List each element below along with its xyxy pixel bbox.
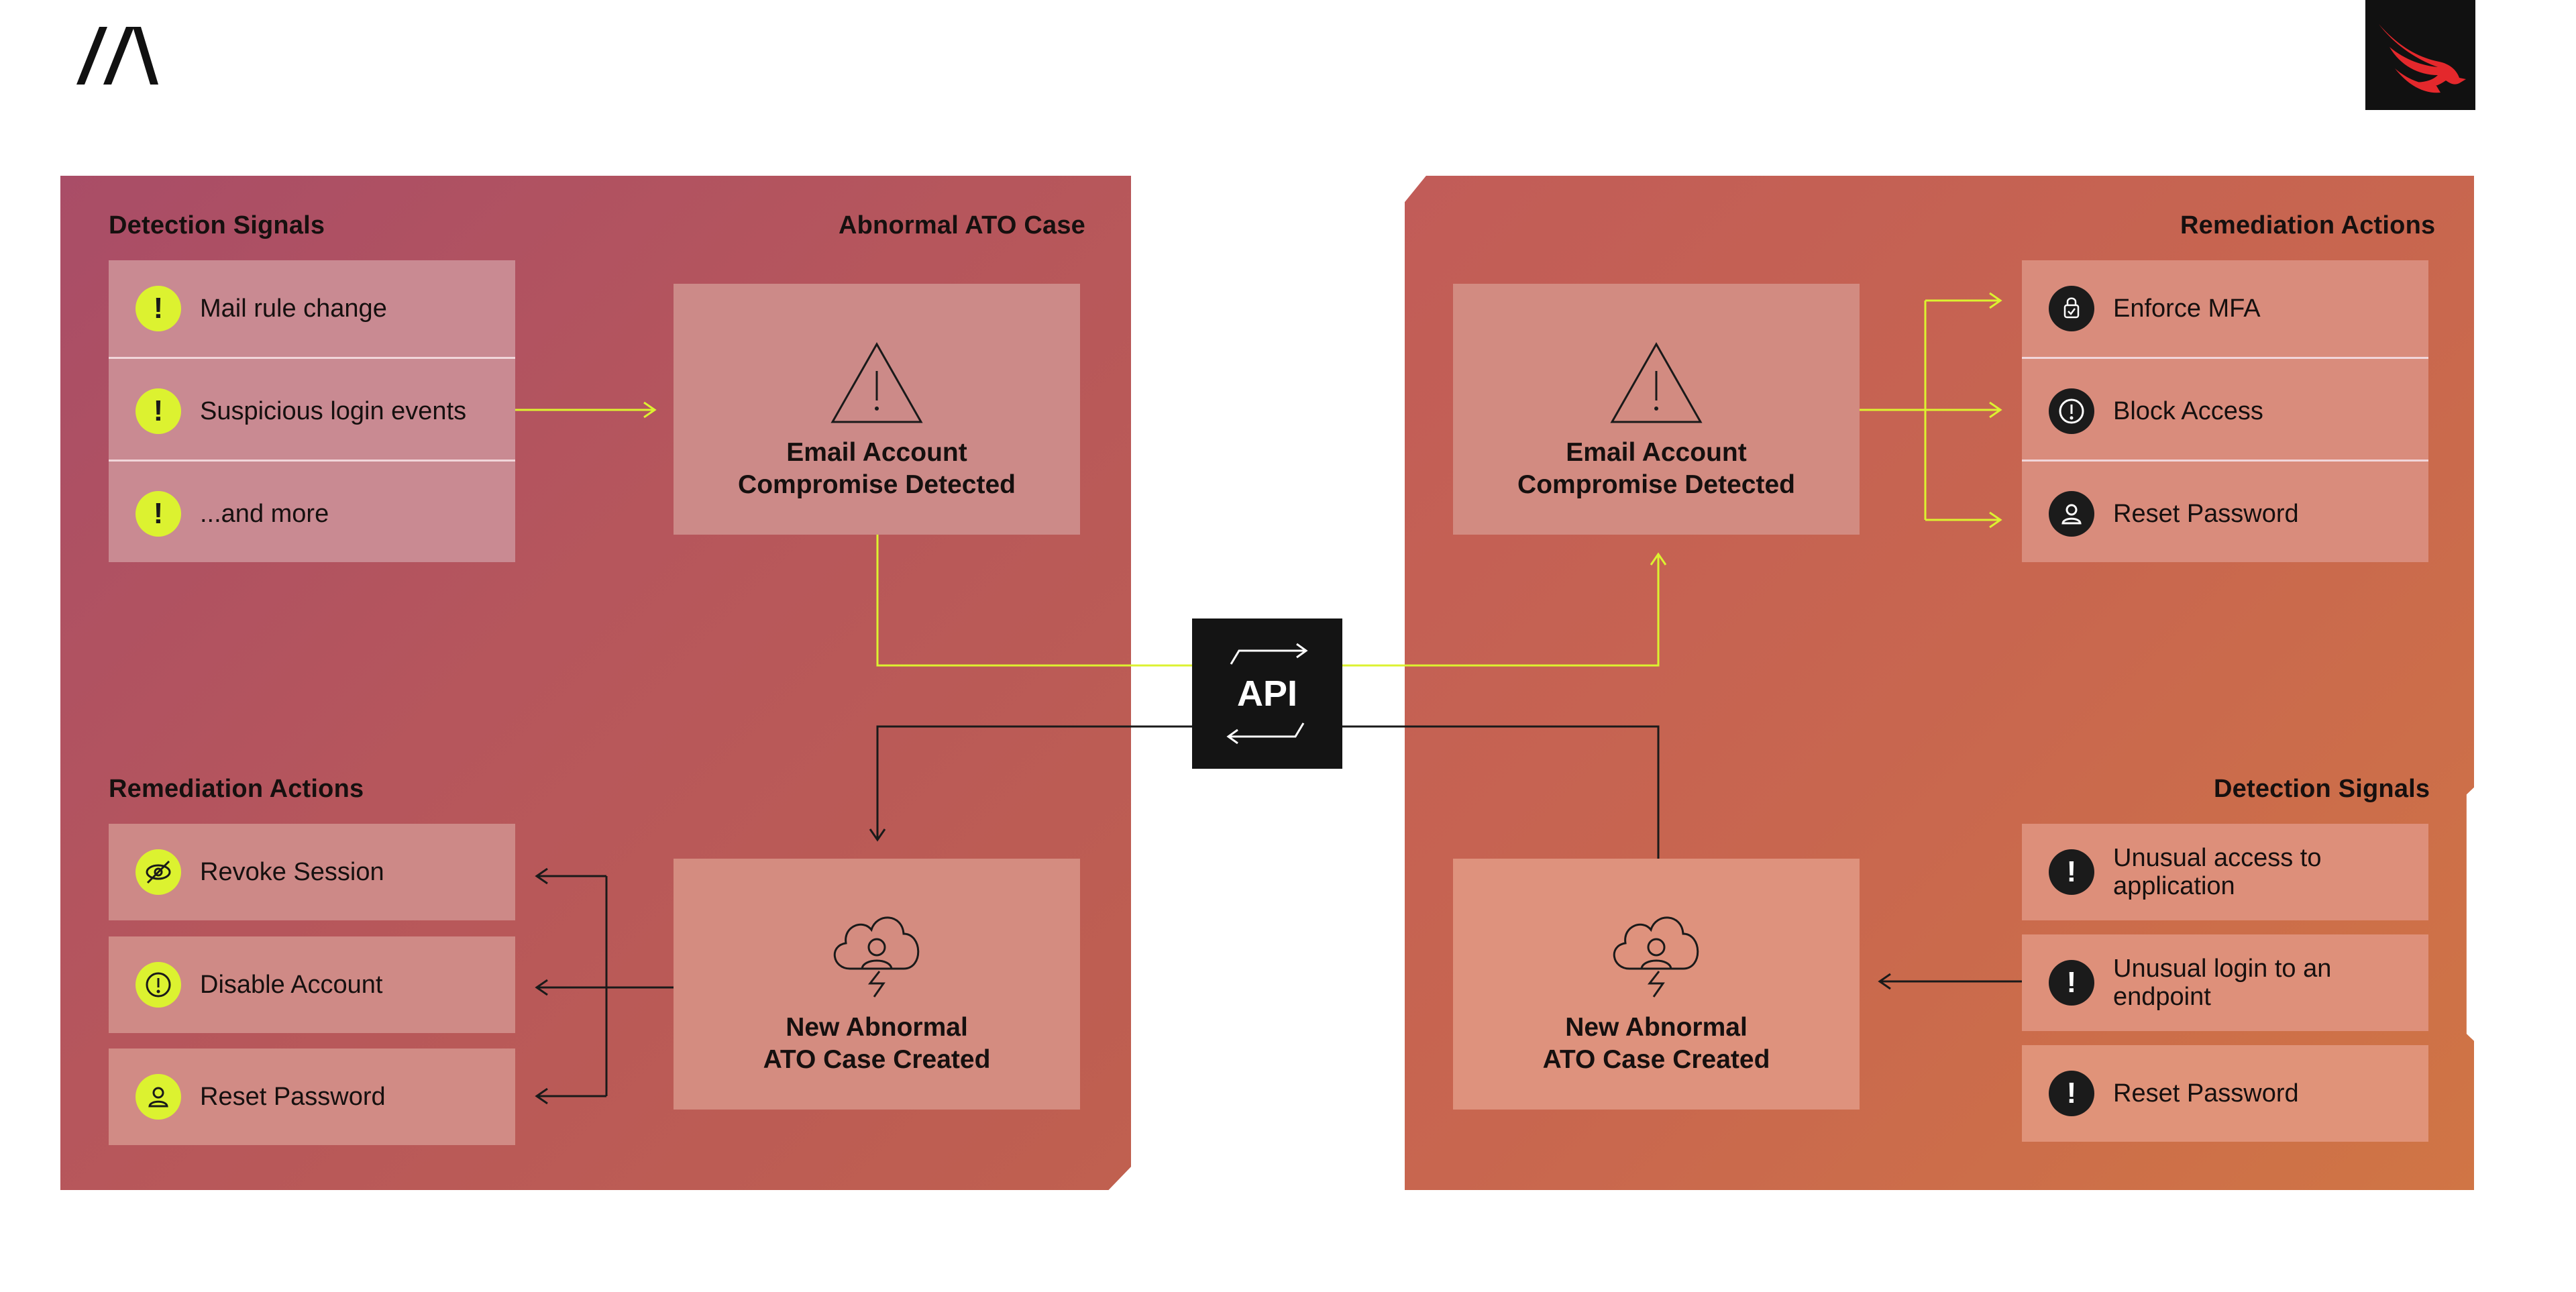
compromise-detected-box: Email Account Compromise Detected — [674, 284, 1080, 535]
divider — [109, 460, 515, 462]
alert-title-line1: Email Account — [1566, 438, 1747, 467]
signal-label: Reset Password — [2113, 1079, 2299, 1108]
alert-circle-icon — [136, 962, 181, 1008]
divider — [2022, 460, 2428, 462]
action-label: Reset Password — [2113, 500, 2299, 528]
alert-circle-icon — [2049, 388, 2094, 434]
detection-signals-heading: Detection Signals — [2214, 775, 2430, 803]
action-reset-password: Reset Password — [109, 1048, 515, 1145]
cloud-user-lightning-icon — [833, 916, 920, 998]
alert-icon: ! — [136, 286, 181, 331]
case-created-box: New Abnormal ATO Case Created — [1453, 859, 1860, 1110]
action-label: Revoke Session — [200, 858, 384, 886]
alert-icon: ! — [136, 388, 181, 434]
list-item: Block Access — [2022, 363, 2428, 460]
remediation-action-list: Enforce MFA Block Access Reset Password — [2022, 260, 2428, 562]
alert-icon: ! — [136, 491, 181, 537]
list-item: ! Mail rule change — [109, 260, 515, 357]
action-label: Reset Password — [200, 1083, 386, 1111]
shield-check-icon — [2049, 286, 2094, 331]
crowdstrike-falcon-icon — [2365, 0, 2475, 110]
case-created-box: New Abnormal ATO Case Created — [674, 859, 1080, 1110]
remediation-actions-heading: Remediation Actions — [109, 775, 364, 803]
alert-icon: ! — [2049, 1071, 2094, 1116]
alert-title-line2: Compromise Detected — [1517, 470, 1795, 499]
cloud-user-lightning-icon — [1613, 916, 1699, 998]
signal-label: Mail rule change — [200, 294, 387, 323]
api-box: API — [1192, 618, 1342, 769]
action-disable-account: Disable Account — [109, 936, 515, 1033]
signal-reset-password: ! Reset Password — [2022, 1045, 2428, 1142]
action-label: Disable Account — [200, 971, 383, 999]
case-title-line1: New Abnormal — [786, 1013, 968, 1042]
list-item: Enforce MFA — [2022, 260, 2428, 357]
user-icon — [136, 1074, 181, 1120]
alert-title-line1: Email Account — [786, 438, 967, 467]
alert-icon: ! — [2049, 960, 2094, 1006]
sync-arrows-icon — [1226, 643, 1308, 745]
case-title-line2: ATO Case Created — [763, 1045, 991, 1074]
action-label: Block Access — [2113, 397, 2263, 425]
detection-signals-heading: Detection Signals — [109, 211, 325, 239]
abnormal-logo-icon — [76, 27, 158, 85]
list-item: ! Suspicious login events — [109, 363, 515, 460]
alert-icon: ! — [2049, 849, 2094, 895]
case-title-line1: New Abnormal — [1565, 1013, 1748, 1042]
divider — [109, 357, 515, 359]
list-item: ! ...and more — [109, 466, 515, 562]
api-label: API — [1236, 674, 1298, 714]
signal-label: Suspicious login events — [200, 397, 467, 425]
divider — [2022, 357, 2428, 359]
alert-title-line2: Compromise Detected — [738, 470, 1016, 499]
case-title-line2: ATO Case Created — [1542, 1045, 1770, 1074]
detection-signal-list: ! Mail rule change ! Suspicious login ev… — [109, 260, 515, 562]
user-icon — [2049, 491, 2094, 537]
remediation-actions-heading: Remediation Actions — [2180, 211, 2436, 239]
list-item: Reset Password — [2022, 466, 2428, 562]
warning-triangle-icon — [1610, 341, 1703, 423]
case-heading: Abnormal ATO Case — [839, 211, 1085, 239]
eye-off-icon — [136, 849, 181, 895]
action-revoke-session: Revoke Session — [109, 824, 515, 920]
signal-label: ...and more — [200, 500, 329, 528]
compromise-detected-box: Email Account Compromise Detected — [1453, 284, 1860, 535]
action-label: Enforce MFA — [2113, 294, 2261, 323]
warning-triangle-icon — [830, 341, 923, 423]
